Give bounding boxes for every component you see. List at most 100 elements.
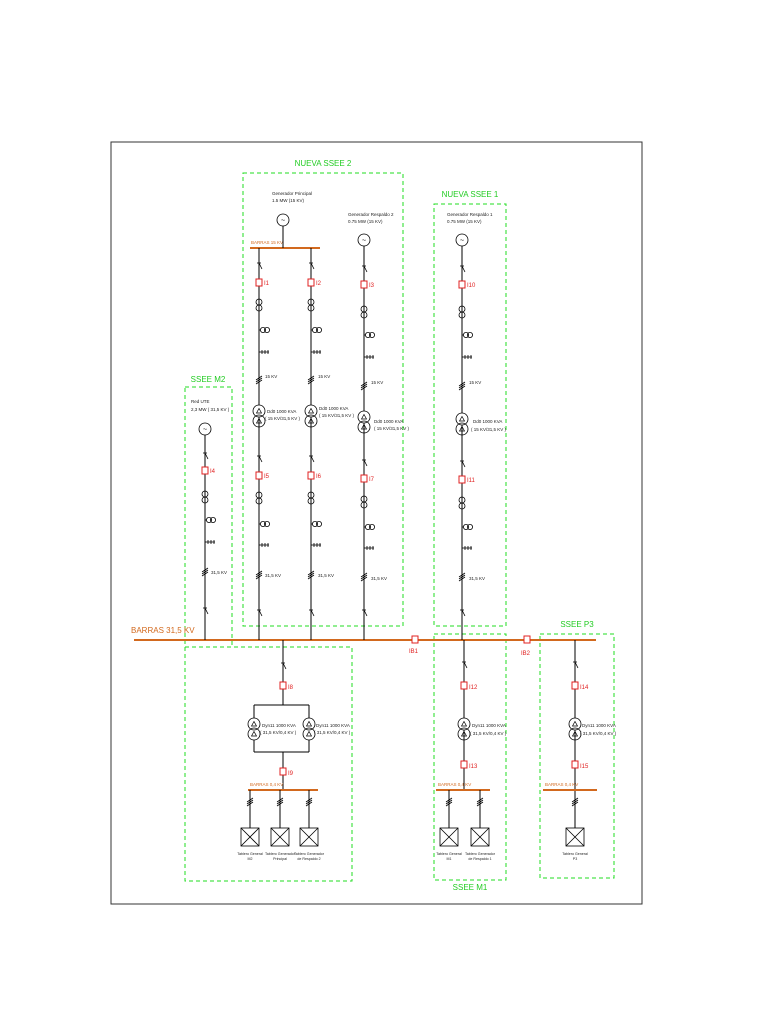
breaker-i14-label: I14	[580, 685, 589, 691]
bus-15kv-label: BARRAS 15 KV	[251, 240, 283, 245]
feeder-p3: I14 Dyn11 1000 KVA ( 31,5 KV/0,4 KV ) I1…	[543, 640, 617, 861]
bus-04kv-p3-label: BARRAS 0,4 KV	[545, 782, 578, 787]
generator-resp1-symbol	[455, 233, 469, 247]
transformer-t1-line2: ( 15 KV/31,5 KV )	[265, 416, 301, 421]
load-tgen-resp1-line2: de Respaldo 1	[468, 857, 491, 861]
feeder-m1-lv: I12 Dyn11 1000 KVA ( 31,5 KV/0,4 KV ) I1…	[436, 640, 507, 861]
breaker-i6-label: I6	[316, 474, 322, 480]
transformer-t2-line1: Dd0 1000 KVA	[319, 406, 348, 411]
transformer-t7-line1: Dyn11 1000 KVA	[472, 723, 506, 728]
breaker-i8-label: I8	[288, 685, 294, 691]
load-tgen-resp1-symbol	[470, 827, 490, 847]
breaker-i8	[279, 681, 287, 690]
load-tg-p3-symbol	[565, 827, 585, 847]
breaker-i11	[458, 475, 466, 484]
breaker-i13-label: I13	[469, 764, 478, 770]
load-tg-p3-line1: Tablero General	[562, 852, 588, 856]
breaker-i14	[571, 681, 579, 690]
breaker-ib2-label: IB2	[521, 651, 531, 657]
breaker-ib1	[411, 635, 419, 644]
gen-resp1-line2: 0.75 MW (15 KV)	[447, 219, 482, 224]
cable-315kv-i5: 31,5 KV	[265, 573, 281, 578]
transformer-t8-line2: ( 31,5 KV/0,4 KV )	[580, 731, 617, 736]
gen-principal-line1: Generador Principal	[272, 191, 312, 196]
zone-title-seem2: SSEE M2	[191, 375, 226, 384]
breaker-i10	[458, 280, 466, 289]
breaker-ib2	[523, 635, 531, 644]
load-tg-m1-line2: M1	[447, 857, 452, 861]
breaker-i5	[255, 471, 263, 480]
load-tgen-resp2-line1: Tablero Generador	[294, 852, 325, 856]
zone-box-seep3	[539, 633, 615, 879]
breaker-i12	[460, 681, 468, 690]
load-tgen-principal-symbol	[270, 827, 290, 847]
load-tgen-principal-line2: Principal	[273, 857, 287, 861]
breaker-i5-label: I5	[264, 474, 270, 480]
cable-15kv-gr1: 15 KV	[469, 380, 481, 385]
feeder-gen-resp2: Generador Respaldo 2 0.75 MW (15 KV) I3 …	[348, 212, 410, 640]
bus-04kv-m2-label: BARRAS 0,4 KV	[250, 782, 283, 787]
breaker-i7	[360, 474, 368, 483]
cable-315kv-gr1: 31,5 KV	[469, 576, 485, 581]
transformer-t5-line1: Dyn11 1000 KVA	[262, 723, 296, 728]
load-tg-m1-line1: Tablero General	[436, 852, 462, 856]
load-tg-p3-line2: P3	[573, 857, 577, 861]
breaker-i15-label: I15	[580, 764, 589, 770]
bus-04kv-m1-label: BARRAS 0,4 KV	[438, 782, 471, 787]
breaker-ib1-label: IB1	[409, 649, 419, 655]
load-tg-m2-line2: M2	[248, 857, 253, 861]
breaker-i2	[307, 278, 315, 287]
cable-15kv-gr2: 15 KV	[371, 380, 383, 385]
transformer-t5-symbol	[247, 717, 261, 741]
breaker-i1-label: I1	[264, 281, 270, 287]
breaker-i12-label: I12	[469, 685, 478, 691]
transformer-t7-line2: ( 31,5 KV/0,4 KV )	[470, 731, 507, 736]
breaker-i4	[201, 466, 209, 475]
transformer-t3-line1: Dd0 1000 KVA	[374, 419, 403, 424]
transformer-t6-line1: Dyn11 1000 KVA	[316, 723, 350, 728]
feeder-gen-resp1: Generador Respaldo 1 0.75 MW (15 KV) I10…	[447, 212, 507, 640]
cable-315kv-i6: 31,5 KV	[318, 573, 334, 578]
cable-315kv-ute: 31,5 KV	[211, 570, 227, 575]
breaker-i3	[360, 280, 368, 289]
zone-box-seem1	[433, 633, 507, 881]
page-frame	[110, 141, 643, 905]
load-tgen-principal-line1: Tablero Generador	[265, 852, 296, 856]
breaker-i15	[571, 760, 579, 769]
breaker-i4-label: I4	[210, 469, 216, 475]
breaker-i11-label: I11	[467, 478, 476, 484]
breaker-i9	[279, 767, 287, 776]
zone-title-seep3: SSEE P3	[560, 620, 594, 629]
gen-resp1-line1: Generador Respaldo 1	[447, 212, 493, 217]
breaker-i3-label: I3	[369, 283, 375, 289]
feeder-i2: I2 15 KV Dd0 1000 KVA ( 15 KV/31,5 KV ) …	[304, 248, 355, 640]
gen-principal-line2: 1.5 MW (15 KV)	[272, 198, 305, 203]
load-tgen-resp1-line1: Tablero Generador	[465, 852, 496, 856]
feeder-m2-lv: I8 Dyn11 1000 KVA ( 31,5 KV/0,4 KV ) Dyn…	[237, 640, 351, 861]
red-ute-line2: 2,3 MW ( 31,5 KV )	[191, 407, 230, 412]
transformer-t2-line2: ( 15 KV/31,5 KV )	[319, 413, 355, 418]
breaker-i1	[255, 278, 263, 287]
breaker-i6	[307, 471, 315, 480]
transformer-t3-line2: ( 15 KV/31,5 KV )	[374, 426, 410, 431]
breaker-i2-label: I2	[316, 281, 322, 287]
feeder-i1: I1 15 KV Dd0 1000 KVA ( 15 KV/31,5 KV ) …	[252, 248, 301, 640]
load-tgen-resp2-line2: de Respaldo 2	[297, 857, 320, 861]
transformer-t6-symbol	[302, 717, 316, 741]
zone-title-ssee1: NUEVA SSEE 1	[442, 190, 499, 199]
cable-15kv-i1: 15 KV	[265, 374, 277, 379]
gen-resp2-line1: Generador Respaldo 2	[348, 212, 394, 217]
zone-title-seem1: SSEE M1	[453, 883, 488, 892]
breaker-i10-label: I10	[467, 283, 476, 289]
zone-title-ssee2: NUEVA SSEE 2	[295, 159, 352, 168]
cable-15kv-i2: 15 KV	[318, 374, 330, 379]
generator-resp2-symbol	[357, 233, 371, 247]
zone-box-ssee2	[242, 172, 404, 627]
zone-box-seem2	[184, 386, 233, 648]
breaker-i9-label: I9	[288, 771, 294, 777]
load-tgen-resp2-symbol	[299, 827, 319, 847]
transformer-t4-line1: Dd0 1000 KVA	[473, 419, 502, 424]
transformer-t8-line1: Dyn11 1000 KVA	[582, 723, 616, 728]
transformer-t5-line2: ( 31,5 KV/0,4 KV )	[260, 730, 297, 735]
